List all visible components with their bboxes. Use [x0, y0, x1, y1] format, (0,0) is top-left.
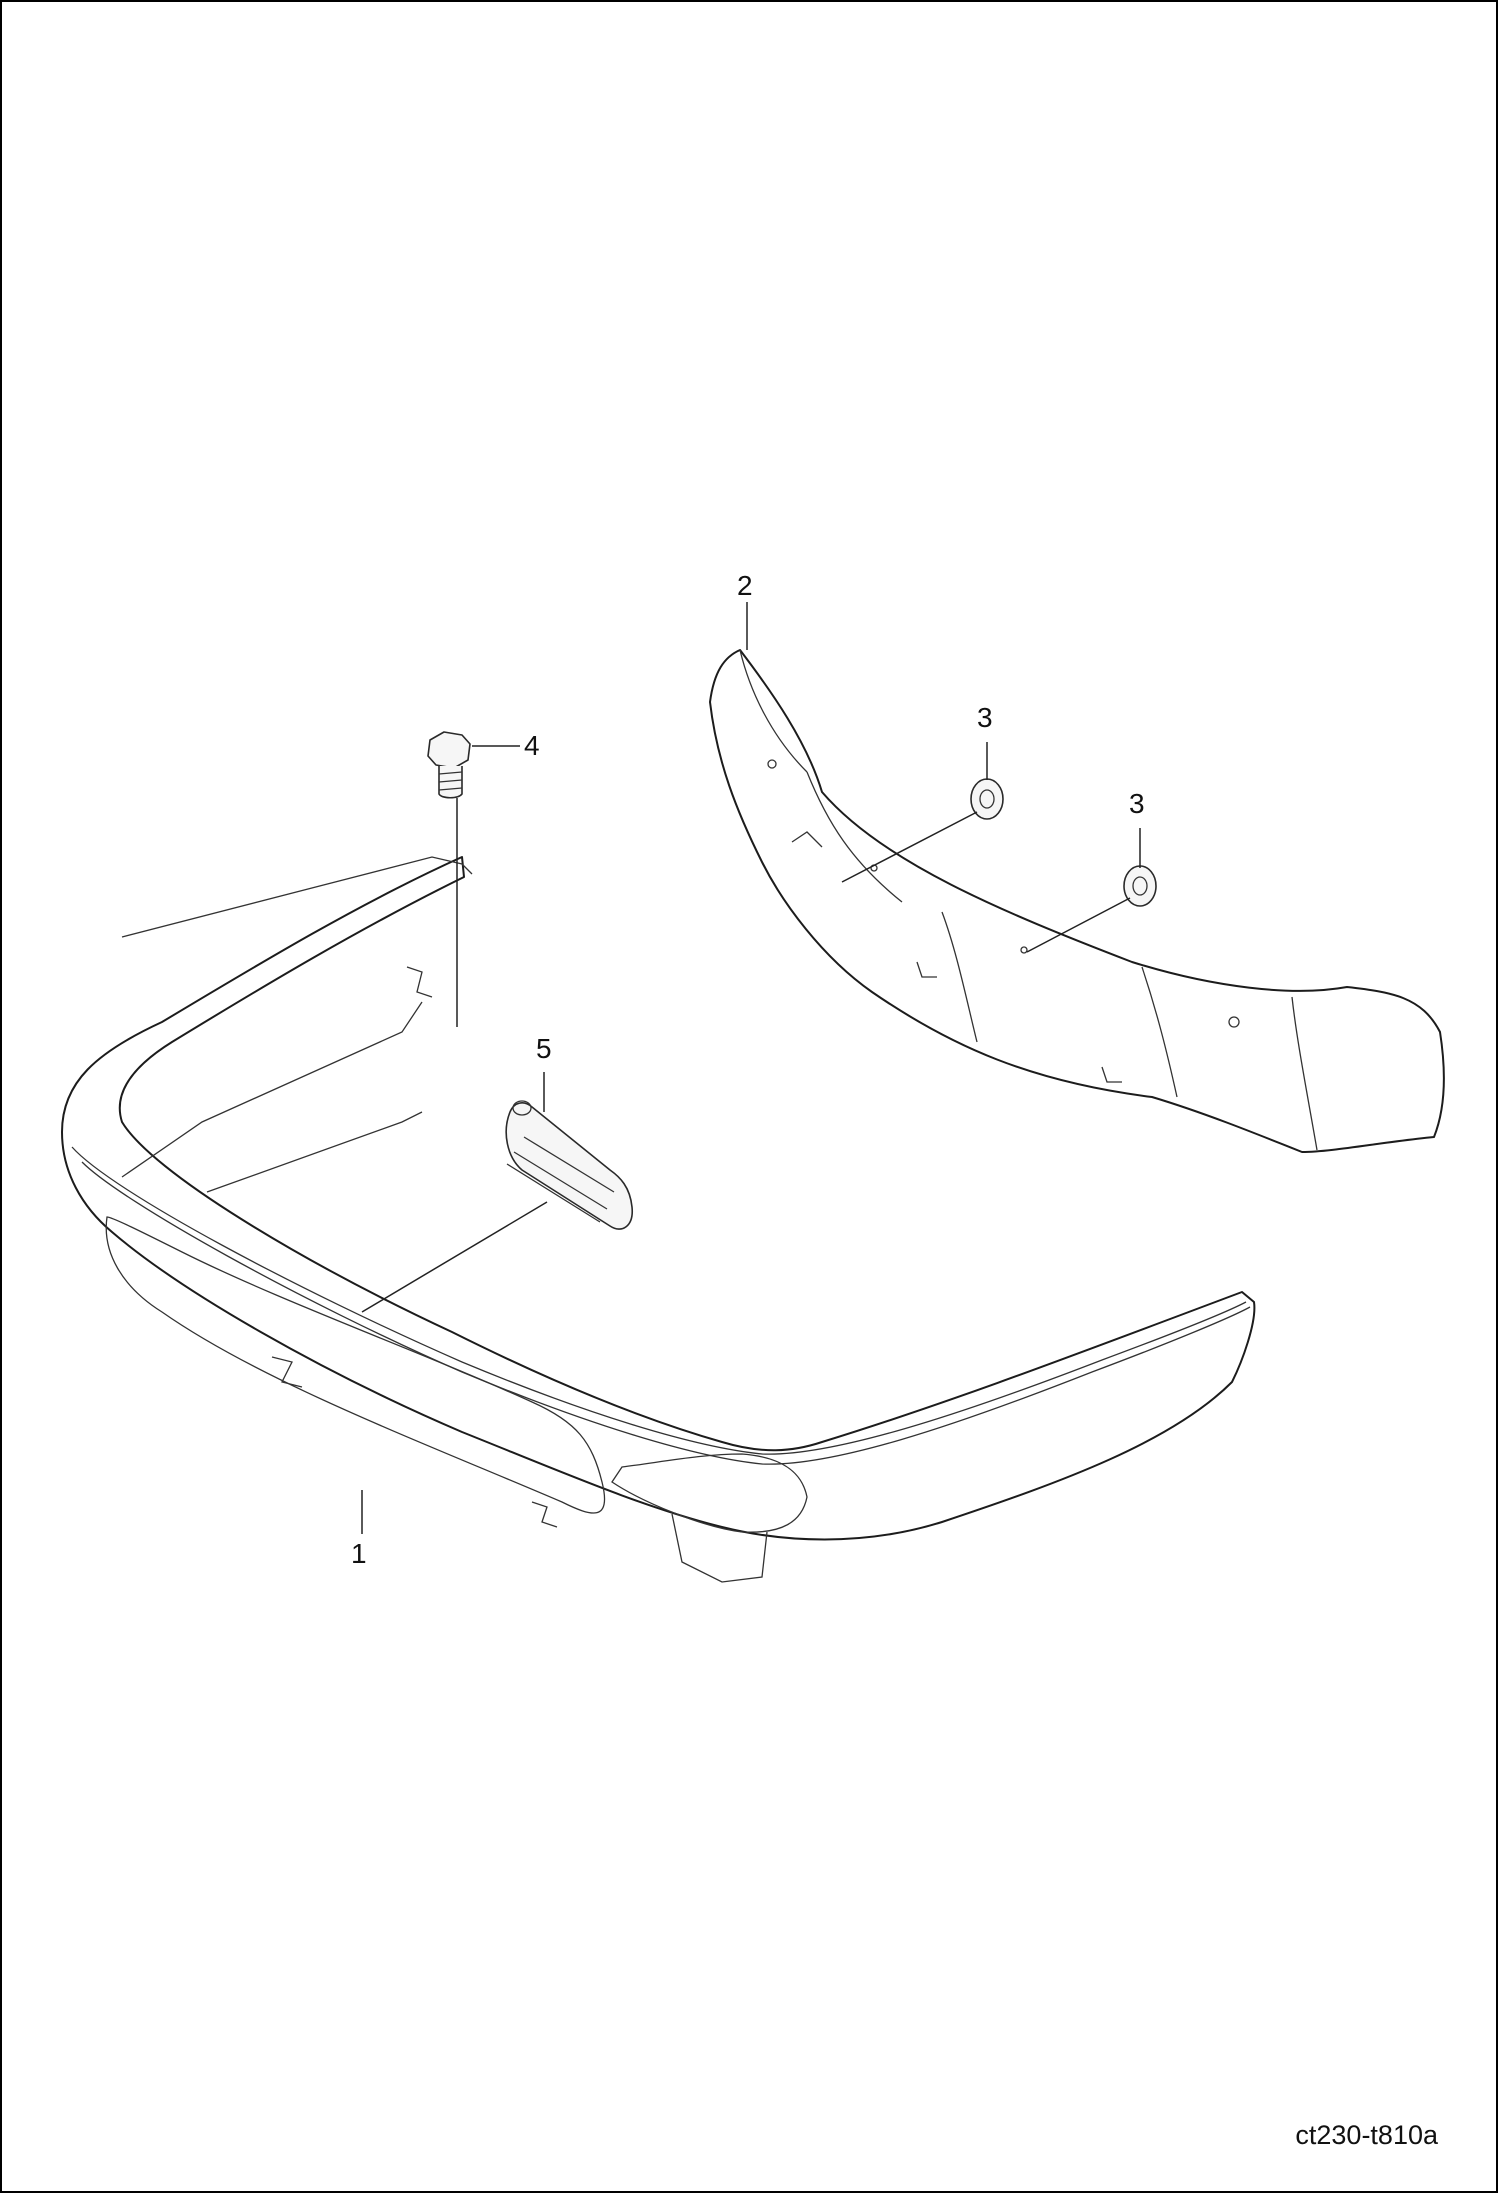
trim-axis [361, 1201, 548, 1313]
nut-lower-axis [1026, 897, 1131, 953]
drawing-id-label: ct230-t810a [1295, 2120, 1438, 2150]
bolt-part [427, 731, 471, 799]
callout-1: 1 [351, 1538, 367, 1569]
callout-2: 2 [737, 570, 753, 601]
leader-lines [361, 602, 1141, 1534]
callout-4: 4 [524, 730, 540, 761]
callout-3-lower: 3 [1129, 788, 1145, 819]
nut-upper-axis [841, 811, 978, 883]
callout-5: 5 [536, 1033, 552, 1064]
edge-trim-part [505, 1100, 633, 1230]
callout-3-upper: 3 [977, 702, 993, 733]
liner-part [709, 649, 1445, 1153]
nut-part-lower [1123, 865, 1157, 907]
bumper-part [61, 856, 1256, 1583]
